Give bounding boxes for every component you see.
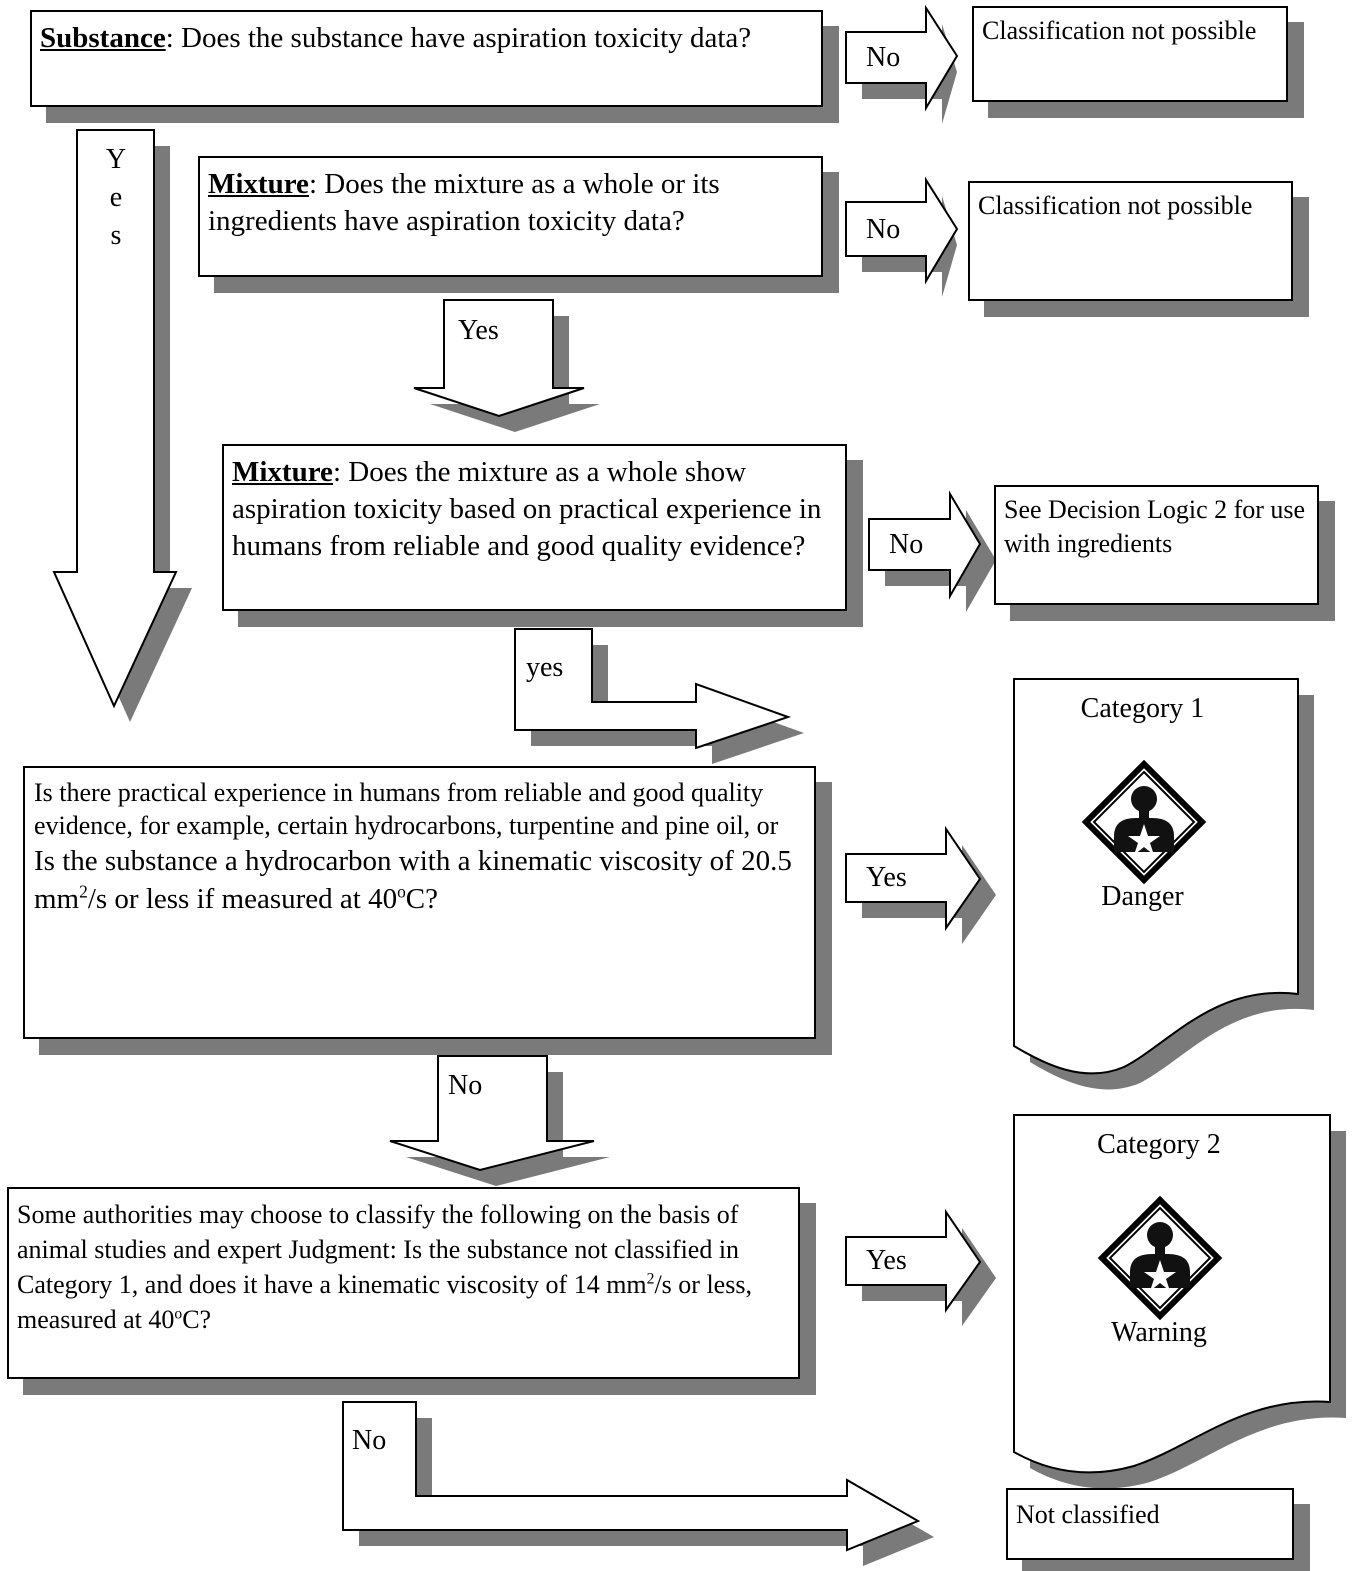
yes-arrow-vertical — [52, 129, 192, 722]
see-decision-logic-2-box: See Decision Logic 2 for use with ingred… — [994, 485, 1319, 605]
substance-question-text: : Does the substance have aspiration tox… — [165, 22, 752, 54]
yes-arrow-mixture — [413, 299, 600, 432]
no-arrow-substance — [845, 4, 959, 124]
category1-title: Category 1 — [1080, 693, 1205, 724]
category2-title: Category 2 — [1097, 1129, 1221, 1160]
category1-signal-word: Danger — [1101, 881, 1184, 912]
classification-not-possible-2: Classification not possible — [968, 181, 1293, 301]
substance-question-box: Substance: Does the substance have aspir… — [30, 10, 823, 107]
no-label: No — [352, 1425, 387, 1456]
mixture-keyword: Mixture — [208, 168, 309, 200]
mixture-keyword: Mixture — [232, 456, 333, 488]
category1-label-area: Category 1 Danger — [1014, 679, 1271, 1059]
no-arrow-category2 — [342, 1401, 934, 1566]
yes-arrow-category1 — [845, 825, 996, 944]
substance-keyword: Substance — [40, 22, 166, 54]
mixture-data-question-text: : Does the mixture as a whole or its ing… — [208, 168, 720, 237]
yes-arrow-practical — [514, 628, 804, 764]
not-classified-box: Not classified — [1006, 1488, 1294, 1560]
no-label: No — [866, 214, 901, 245]
mixture-practical-question-box: Mixture: Does the mixture as a whole sho… — [222, 444, 847, 611]
no-label: No — [866, 42, 901, 73]
mixture-practical-question-text: : Does the mixture as a whole show aspir… — [232, 456, 822, 562]
category1-question-box: Is there practical experience in humans … — [23, 766, 816, 1039]
category1-question-line1: Is there practical experience in humans … — [34, 778, 779, 840]
yes-label: Yes — [866, 1245, 907, 1276]
category1-document — [1013, 678, 1314, 1090]
no-label: No — [889, 529, 924, 560]
no-arrow-mixture-data — [845, 176, 959, 297]
category2-label-area: Category 2 Warning — [1014, 1115, 1304, 1475]
yes-arrow-category2 — [845, 1208, 996, 1326]
no-label: No — [448, 1070, 483, 1101]
mixture-data-question-box: Mixture: Does the mixture as a whole or … — [198, 156, 823, 277]
category1-question-line2: Is the substance a hydrocarbon with a ki… — [34, 845, 792, 915]
no-arrow-category1 — [389, 1055, 610, 1186]
category2-question-box: Some authorities may choose to classify … — [7, 1187, 800, 1379]
yes-vertical-label: Y e s — [105, 144, 127, 251]
yes-label: yes — [526, 652, 564, 683]
classification-not-possible-1: Classification not possible — [972, 6, 1288, 102]
yes-label: Yes — [458, 315, 499, 346]
category2-signal-word: Warning — [1111, 1317, 1207, 1348]
category2-question-text: Some authorities may choose to classify … — [17, 1200, 740, 1299]
no-arrow-mixture-practical — [868, 490, 996, 612]
yes-label: Yes — [866, 862, 907, 893]
